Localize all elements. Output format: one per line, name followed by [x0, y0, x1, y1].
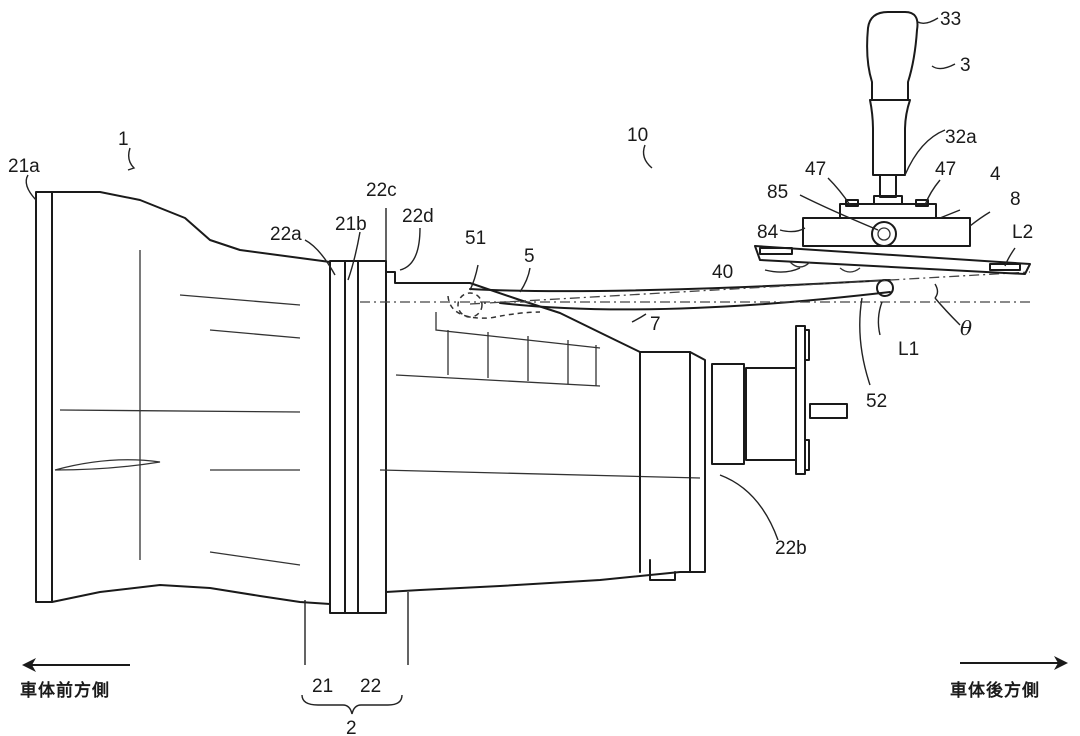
label-40: 40	[712, 262, 733, 283]
reference-labels: 1 21a 10 22a 21b 22c 22d 51 5 7 33 3 32a…	[8, 9, 1033, 736]
clutch-housing-21	[35, 191, 331, 605]
front-arrow-head-icon	[22, 658, 36, 672]
label-L1: L1	[898, 339, 919, 360]
shift-rod-5	[360, 271, 1031, 319]
label-33: 33	[940, 9, 961, 30]
label-22b: 22b	[775, 538, 807, 559]
label-theta: θ	[960, 316, 972, 340]
rear-arrow-head-icon	[1054, 656, 1068, 670]
label-22a: 22a	[270, 224, 302, 245]
label-10: 10	[627, 125, 648, 146]
label-22d: 22d	[402, 206, 434, 227]
label-22: 22	[360, 676, 381, 697]
rear-direction-label: 車体後方側	[950, 681, 1040, 701]
label-21b: 21b	[335, 214, 367, 235]
output-flange	[711, 325, 848, 475]
leader-lines	[25, 17, 1016, 665]
front-direction-label: 車体前方側	[20, 681, 110, 701]
transmission-case-22	[379, 271, 706, 593]
label-1: 1	[118, 129, 129, 150]
label-4: 4	[990, 164, 1001, 185]
brace	[301, 694, 403, 715]
label-8: 8	[1010, 189, 1021, 210]
shift-lever-3	[754, 11, 1031, 275]
label-84: 84	[757, 222, 779, 243]
label-21: 21	[312, 676, 333, 697]
label-5: 5	[524, 246, 535, 267]
label-32a: 32a	[945, 127, 977, 148]
label-47-left: 47	[805, 159, 826, 180]
flange-joint	[329, 260, 387, 614]
direction-arrows	[22, 656, 1068, 672]
label-2: 2	[346, 718, 357, 736]
label-22c: 22c	[366, 180, 397, 201]
label-7: 7	[650, 314, 661, 335]
label-51: 51	[465, 228, 486, 249]
label-47-right: 47	[935, 159, 956, 180]
label-52: 52	[866, 391, 887, 412]
label-L2: L2	[1012, 222, 1033, 243]
label-3: 3	[960, 55, 971, 76]
label-85: 85	[767, 182, 788, 203]
label-21a: 21a	[8, 156, 40, 177]
